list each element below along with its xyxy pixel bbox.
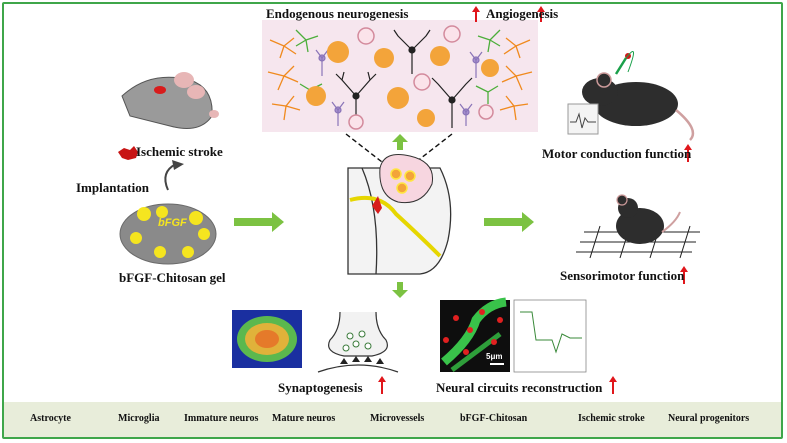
increase-arrows — [378, 6, 692, 394]
electrophysiology-trace — [513, 299, 587, 373]
neural-circuits-label: Neural circuits reconstruction — [436, 380, 603, 395]
legend-microvessel: Microvessels — [370, 413, 425, 424]
astrocyte-cluster-right — [499, 37, 533, 121]
legend-astrocyte: Astrocyte — [30, 413, 71, 424]
neural-circuit-image — [440, 297, 510, 372]
gel-micrograph — [119, 203, 217, 265]
legend-mature-neuron: Mature neuros — [272, 413, 336, 424]
legend-neural-progenitor: Neural progenitors — [668, 413, 750, 424]
microvessel-group — [348, 25, 494, 130]
synaptogenesis-label: Synaptogenesis — [278, 380, 363, 395]
legend-microglia: Microglia — [118, 413, 160, 424]
brain-section — [347, 154, 452, 275]
legend-bfgf-chitosan: bFGF-Chitosan — [460, 413, 528, 424]
mature-neurons — [335, 29, 473, 128]
gel-bead-text: bFGF — [158, 217, 187, 229]
motor-mouse-illustration — [567, 51, 695, 141]
microglia-cluster-right — [475, 29, 501, 104]
legend-ischemic-stroke: Ischemic stroke — [578, 413, 645, 424]
bfgf-chitosan-particles — [306, 41, 499, 127]
implantation-arrow-head — [172, 160, 184, 170]
scale-bar-label: 5μm — [486, 352, 503, 361]
sensorimotor-function-label: Sensorimotor function — [560, 268, 685, 283]
pet-scan-image — [232, 310, 302, 368]
motor-function-label: Motor conduction function — [542, 146, 692, 161]
astrocyte-cluster-left — [267, 37, 301, 121]
sensorimotor-mouse-illustration — [576, 194, 700, 259]
legend-immature-neuron: Immature neuros — [184, 413, 259, 424]
flow-arrows — [234, 134, 534, 298]
implantation-label: Implantation — [76, 180, 149, 195]
legend-bar — [4, 402, 781, 437]
neurogenesis-panel — [262, 20, 538, 132]
gel-label: bFGF-Chitosan gel — [119, 270, 226, 285]
angiogenesis-label: Angiogenesis — [486, 6, 559, 21]
stroke-mouse-illustration — [121, 72, 219, 129]
synapse-illustration — [317, 311, 399, 373]
immature-neurons — [315, 49, 483, 126]
ischemic-stroke-icon — [118, 146, 138, 160]
neurogenesis-label: Endogenous neurogenesis — [266, 6, 409, 21]
ischemic-stroke-label: Ischemic stroke — [136, 144, 223, 159]
